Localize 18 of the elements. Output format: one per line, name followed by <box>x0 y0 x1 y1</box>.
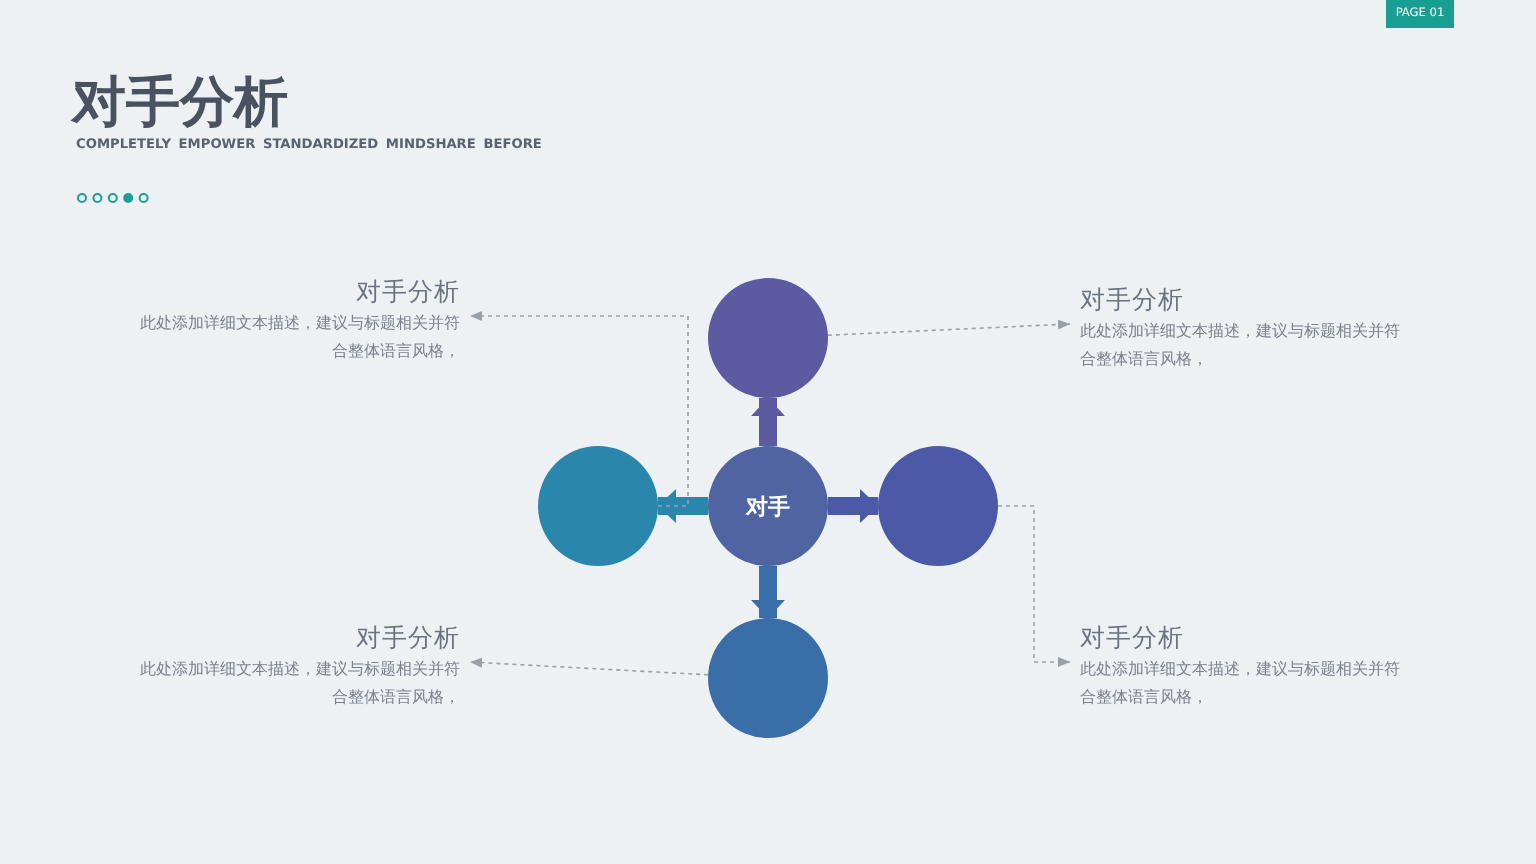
description: 此处添加详细文本描述，建议与标题相关并符合整体语言风格， <box>138 310 460 364</box>
leader-line <box>469 657 709 676</box>
circle-node <box>878 446 998 566</box>
title: 对手分析 <box>72 72 288 136</box>
leader-line <box>997 505 1071 667</box>
heading: 对手分析 <box>354 276 460 306</box>
circle-node <box>708 278 828 398</box>
description: 此处添加详细文本描述，建议与标题相关并符合整体语言风格， <box>138 656 460 710</box>
description: 此处添加详细文本描述，建议与标题相关并符合整体语言风格， <box>1080 656 1402 710</box>
leader-line <box>469 311 689 507</box>
heading: 对手分析 <box>1080 284 1186 314</box>
description: 此处添加详细文本描述，建议与标题相关并符合整体语言风格， <box>1080 318 1402 372</box>
circle-node <box>708 618 828 738</box>
heading: 对手分析 <box>354 622 460 652</box>
circle-node: 对手 <box>708 446 828 566</box>
heading: 对手分析 <box>1080 622 1186 652</box>
circle-node <box>538 446 658 566</box>
leader-line <box>827 319 1071 337</box>
